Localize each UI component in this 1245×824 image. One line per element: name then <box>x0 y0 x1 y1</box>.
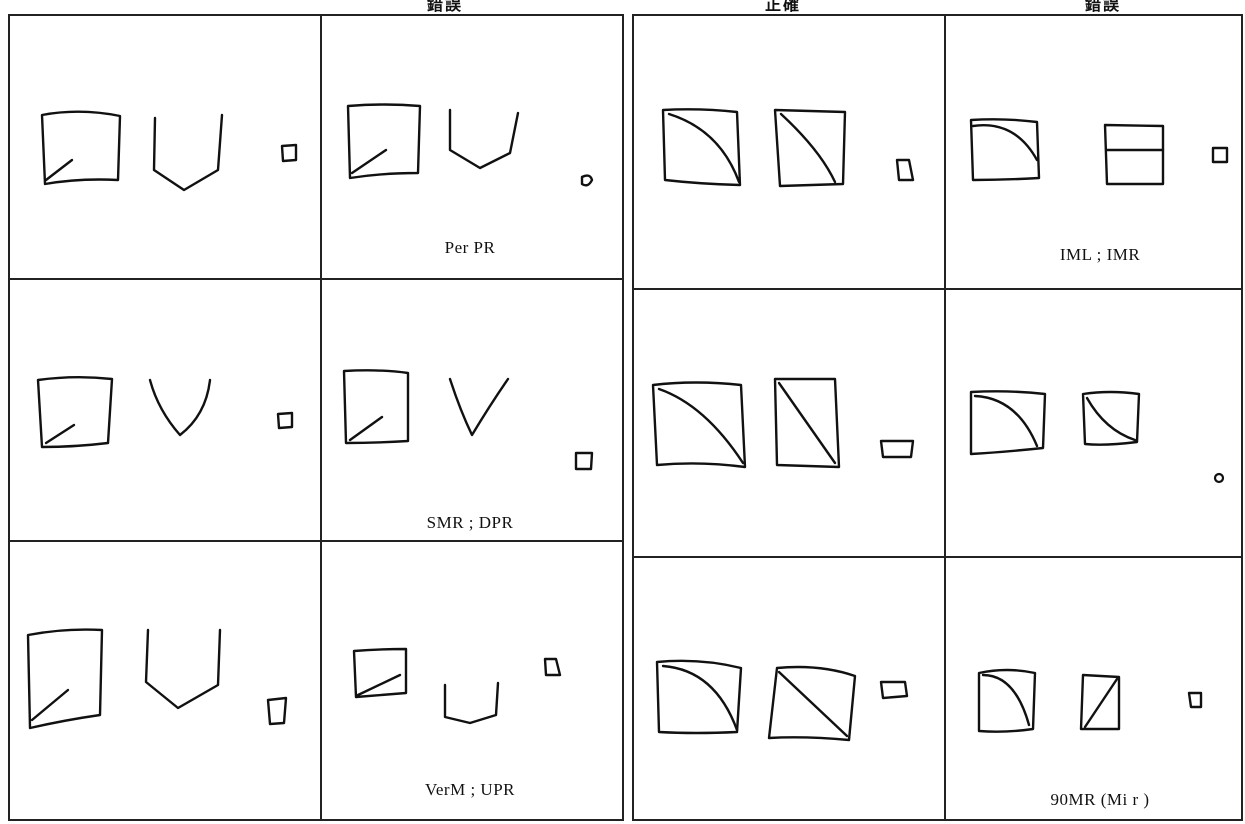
header-right-error: 錯誤 <box>1085 0 1121 15</box>
left-model-row2 <box>20 365 310 485</box>
header-right-correct: 正確 <box>765 0 801 15</box>
drawing-rect-horizontal-line <box>955 100 1245 220</box>
caption-per-pr: Per PR <box>320 238 620 258</box>
right-correct-row2 <box>645 375 945 495</box>
left-model-row3 <box>20 620 310 760</box>
right-correct-row1 <box>645 100 945 220</box>
caption-iml-imr: IML ; IMR <box>955 245 1245 265</box>
drawing-square-curve-small <box>955 380 1245 500</box>
drawing-big-square-cup <box>20 620 310 760</box>
caption-smr-dpr: SMR ; DPR <box>320 513 620 533</box>
drawing-square-diagonal-vcup <box>20 365 310 485</box>
drawing-small-square-cup <box>320 88 620 208</box>
drawing-square-diagonal-cup <box>20 90 310 210</box>
drawing-square-diagonal-pair <box>645 375 945 495</box>
right-error-row1: IML ; IMR <box>955 100 1245 280</box>
right-error-row2 <box>955 380 1245 560</box>
drawing-square-curve-wide <box>645 650 945 770</box>
caption-verm-upr: VerM ; UPR <box>320 780 620 800</box>
left-model-row1 <box>20 90 310 210</box>
drawing-square-v-shape <box>320 365 620 485</box>
drawing-square-cross-line <box>955 655 1245 775</box>
left-error-row1: Per PR <box>320 88 620 278</box>
left-error-row2: SMR ; DPR <box>320 365 620 555</box>
right-row-divider-1 <box>634 288 1243 290</box>
left-error-row3: VerM ; UPR <box>320 645 620 810</box>
drawing-tilted-square-small-cup <box>320 645 620 765</box>
caption-90mr-mir: 90MR (Mi r ) <box>955 790 1245 810</box>
drawing-square-curve-pair <box>645 100 945 220</box>
right-correct-row3 <box>645 650 945 770</box>
header-left-error: 錯誤 <box>427 0 463 15</box>
left-row-divider-1 <box>10 278 624 280</box>
right-error-row3: 90MR (Mi r ) <box>955 655 1245 815</box>
